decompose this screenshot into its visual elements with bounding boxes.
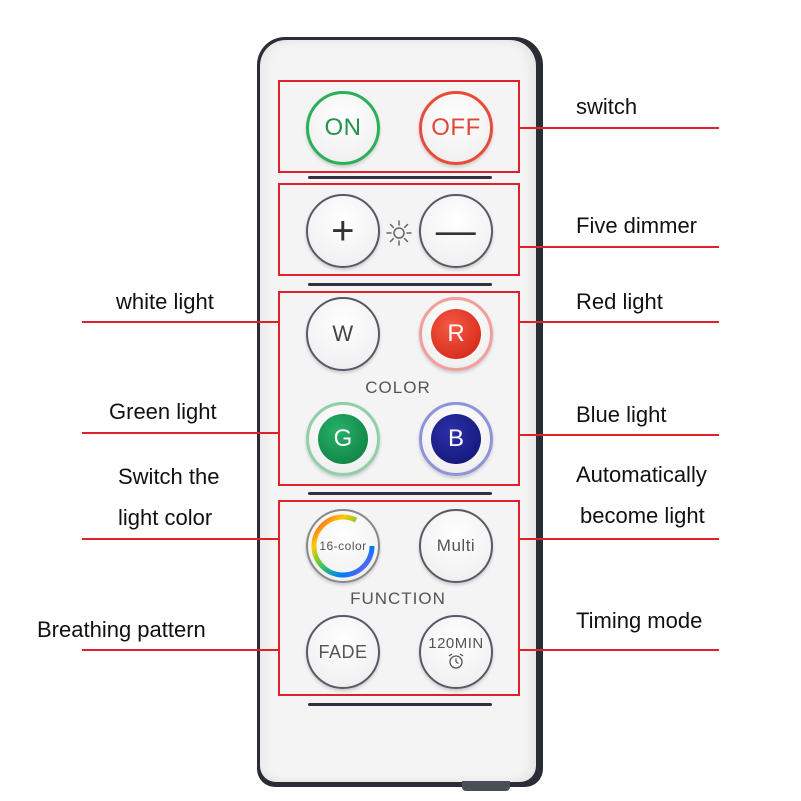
fade-button[interactable]: FADE bbox=[306, 615, 380, 689]
rainbow-ring-icon bbox=[311, 514, 375, 578]
callout-label-switch-color-2: light color bbox=[118, 505, 213, 530]
callout-label-green-light: Green light bbox=[109, 399, 217, 424]
color-cycle-button[interactable]: 16-color bbox=[306, 509, 380, 583]
multi-label: Multi bbox=[436, 536, 476, 555]
dimmer-group-box bbox=[278, 183, 520, 276]
callout-line-timing bbox=[520, 649, 719, 651]
off-button-label: OFF bbox=[431, 114, 481, 141]
callout-label-auto-2: become light bbox=[580, 503, 705, 528]
switch-group-box bbox=[278, 80, 520, 173]
multi-button[interactable]: Multi bbox=[419, 509, 493, 583]
color-group-box bbox=[278, 291, 520, 486]
callout-line-switch bbox=[520, 127, 719, 129]
callout-label-white-light: white light bbox=[116, 289, 214, 314]
function-group-box bbox=[278, 500, 520, 696]
callout-label-timing: Timing mode bbox=[576, 608, 703, 633]
green-button-label: G bbox=[318, 414, 368, 464]
plus-label: + bbox=[331, 209, 355, 253]
callout-line-white-light bbox=[82, 321, 278, 323]
white-button-label: W bbox=[332, 321, 354, 346]
callout-line-red-light bbox=[520, 321, 719, 323]
remote-bottom-nub bbox=[462, 781, 510, 791]
callout-label-switch: switch bbox=[576, 94, 638, 119]
callout-label-switch-color-1: Switch the bbox=[118, 464, 220, 489]
timer-label: 120MIN bbox=[428, 634, 484, 652]
white-button[interactable]: W bbox=[306, 297, 380, 371]
divider-groove bbox=[308, 492, 492, 495]
blue-button-label: B bbox=[431, 414, 481, 464]
fade-label: FADE bbox=[318, 641, 368, 662]
on-button-label: ON bbox=[324, 114, 362, 141]
callout-line-five-dimmer bbox=[520, 246, 719, 248]
function-section-label: FUNCTION bbox=[350, 589, 446, 608]
callout-label-breathing: Breathing pattern bbox=[37, 617, 206, 642]
red-button[interactable]: R bbox=[419, 297, 493, 371]
green-button[interactable]: G bbox=[306, 402, 380, 476]
divider-groove bbox=[308, 283, 492, 286]
blue-button[interactable]: B bbox=[419, 402, 493, 476]
minus-label: — bbox=[435, 209, 477, 253]
callout-label-red-light: Red light bbox=[576, 289, 663, 314]
callout-line-green-light bbox=[82, 432, 278, 434]
timer-button[interactable]: 120MIN bbox=[419, 615, 493, 689]
off-button[interactable]: OFF bbox=[419, 91, 493, 165]
red-button-label: R bbox=[431, 309, 481, 359]
callout-line-switch-color bbox=[82, 538, 278, 540]
callout-line-breathing bbox=[82, 649, 278, 651]
alarm-clock-icon bbox=[448, 652, 464, 669]
on-button[interactable]: ON bbox=[306, 91, 380, 165]
callout-label-auto-1: Automatically bbox=[576, 462, 707, 487]
divider-groove bbox=[308, 703, 492, 706]
color16-label: 16-color bbox=[319, 539, 367, 553]
brightness-down-button[interactable]: — bbox=[419, 194, 493, 268]
callout-line-auto bbox=[520, 538, 719, 540]
callout-label-five-dimmer: Five dimmer bbox=[576, 213, 698, 238]
callout-label-blue-light: Blue light bbox=[576, 402, 667, 427]
divider-groove bbox=[308, 176, 492, 179]
color-section-label: COLOR bbox=[365, 378, 431, 397]
brightness-up-button[interactable]: + bbox=[306, 194, 380, 268]
sun-icon bbox=[386, 220, 412, 246]
callout-line-blue-light bbox=[520, 434, 719, 436]
